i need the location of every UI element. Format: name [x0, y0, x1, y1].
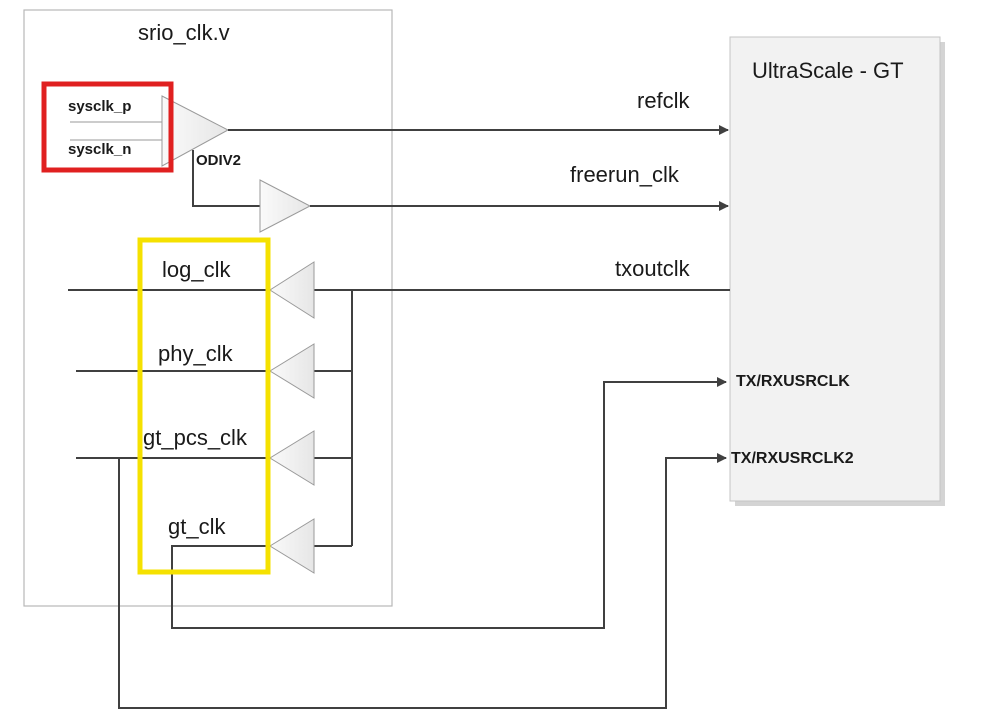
freerun-buffer: [259, 179, 312, 233]
gt-pcs-clk-buffer: [269, 430, 315, 486]
clock-highlight-box: [137, 237, 271, 575]
log-clk-buffer: [269, 261, 315, 319]
gt-clk-label: gt_clk: [168, 514, 226, 539]
gt-clk-to-txrxusrclk: [171, 377, 727, 629]
sysclk-n-label: sysclk_n: [68, 141, 132, 158]
gt-block-title: UltraScale - GT: [752, 58, 904, 83]
freerun-clk-label: freerun_clk: [570, 162, 679, 187]
refclk-label: refclk: [637, 88, 690, 113]
module-title: srio_clk.v: [138, 20, 230, 45]
log-clk-label: log_clk: [162, 257, 231, 282]
gt-pcs-clk-to-txrxusrclk2: [118, 453, 727, 709]
txoutclk-label: txoutclk: [615, 256, 690, 281]
phy-clk-label: phy_clk: [158, 341, 233, 366]
ibufds-buffer: [161, 95, 230, 167]
odiv2-label: ODIV2: [196, 152, 242, 169]
phy-clk-buffer: [269, 343, 315, 399]
gt-pcs-clk-label: gt_pcs_clk: [143, 425, 247, 450]
txrxusrclk2-label: TX/RXUSRCLK2: [731, 450, 854, 467]
odiv2-line: [192, 150, 260, 207]
txrxusrclk-label: TX/RXUSRCLK: [736, 373, 850, 390]
gt-block: [729, 36, 941, 502]
gt-clk-buffer: [269, 518, 315, 574]
input-highlight-box: [41, 81, 174, 173]
sysclk-p-label: sysclk_p: [68, 98, 132, 115]
srio-clk-module-box: [23, 9, 393, 607]
